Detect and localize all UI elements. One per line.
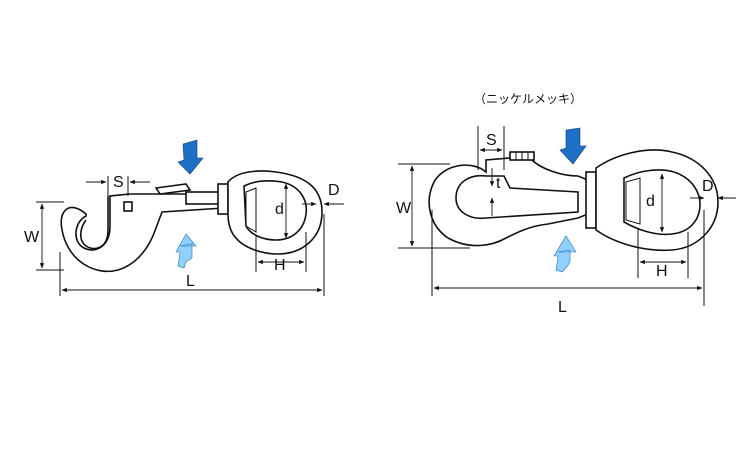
left-label-W: W: [24, 229, 40, 246]
right-label-t: t: [496, 175, 501, 192]
left-arrow-down-icon: [177, 139, 204, 175]
right-label-D: D: [702, 178, 714, 195]
left-arrow-up-icon: [175, 233, 197, 269]
right-arrow-down-icon: [559, 127, 587, 165]
right-hook-slot: [455, 174, 579, 220]
plating-note: （ニッケルメッキ）: [474, 92, 582, 106]
right-bolt-snap: （ニッケルメッキ） S t W d: [396, 92, 736, 316]
right-label-S: S: [486, 132, 497, 149]
left-eye-inner: [243, 180, 308, 241]
left-collar: [217, 183, 229, 215]
right-label-W: W: [396, 200, 412, 217]
left-label-d: d: [275, 201, 284, 218]
right-arrow-up-icon: [553, 235, 577, 273]
right-collar: [585, 171, 597, 229]
left-latch: [154, 183, 192, 195]
left-snap-hook: S W d H D L: [24, 139, 344, 296]
left-label-D: D: [328, 182, 340, 199]
left-eye-shade: [245, 187, 257, 233]
left-label-L: L: [186, 273, 195, 290]
right-label-L: L: [558, 299, 567, 316]
right-label-d: d: [646, 193, 655, 210]
right-eye-shade: [625, 177, 641, 225]
left-hook-outer: [60, 193, 225, 273]
left-shank: [185, 191, 223, 205]
left-label-H: H: [274, 257, 286, 274]
left-gate: [123, 201, 133, 212]
left-label-S: S: [113, 174, 124, 191]
right-label-H: H: [656, 263, 668, 280]
